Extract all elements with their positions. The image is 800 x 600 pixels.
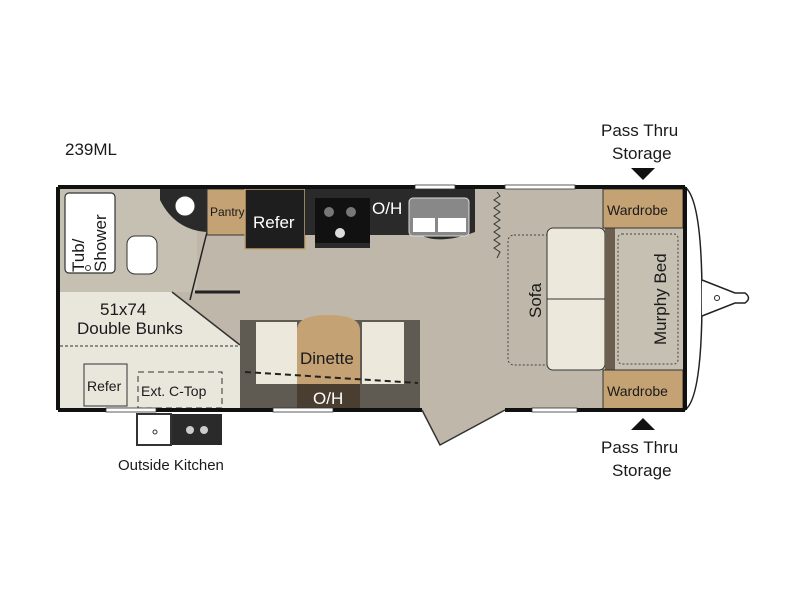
window (531, 407, 578, 413)
drain-icon (152, 429, 158, 435)
outside-refer (83, 363, 128, 407)
shade-zigzag (493, 191, 501, 259)
wardrobe-bottom-label: Wardrobe (607, 383, 668, 399)
hitch-icon (701, 279, 750, 317)
hitch-pin (714, 295, 720, 301)
burner-icon (346, 207, 356, 217)
tub-shower (64, 192, 116, 274)
model-name: 239ML (65, 140, 117, 159)
bath-sink-icon (174, 195, 196, 217)
murphy-bed-label: Murphy Bed (651, 253, 670, 345)
dinette-table (297, 315, 360, 384)
ext-cooktop-label: Ext. C-Top (141, 383, 207, 399)
dinette-overhead (297, 384, 360, 410)
outside-kitchen-label: Outside Kitchen (118, 457, 224, 474)
sink-basin (413, 218, 435, 232)
outside-sink (136, 413, 172, 446)
divider-bar (605, 228, 615, 370)
window (504, 184, 576, 190)
outside-burners (172, 414, 222, 445)
bunks-name-label: Double Bunks (77, 319, 183, 338)
pass-thru-bottom-label-1: Pass Thru (601, 438, 678, 457)
shower-label: Shower (91, 214, 110, 272)
wardrobe-top (602, 188, 684, 229)
dinette-seat (362, 322, 404, 384)
entry-door (421, 409, 506, 447)
window (105, 407, 157, 413)
outside-refer-label: Refer (87, 378, 122, 394)
bunks-size-label: 51x74 (100, 300, 146, 319)
exterior-wall (56, 185, 687, 412)
window (414, 184, 456, 190)
refer-label: Refer (253, 213, 295, 232)
pass-thru-top-label-2: Storage (612, 144, 672, 163)
kitchen-overhead-label: O/H (372, 199, 402, 218)
dinette-label: Dinette (300, 349, 354, 368)
overhead-outline (244, 371, 419, 384)
drain-icon (85, 265, 91, 271)
burner-icon (324, 207, 334, 217)
murphy-bed-outline (617, 233, 679, 365)
burner-icon (200, 426, 208, 434)
front-cap (684, 186, 703, 411)
pass-thru-top-label-1: Pass Thru (601, 121, 678, 140)
pass-thru-bottom-label-2: Storage (612, 461, 672, 480)
dinette-overhead-label: O/H (313, 389, 343, 408)
toilet-icon (126, 235, 158, 275)
bunk-wall (171, 291, 241, 346)
pantry-label: Pantry (210, 205, 245, 219)
tub-label: Tub/ (69, 238, 88, 272)
wardrobe-top-label: Wardrobe (607, 202, 668, 218)
arrow-up-icon (631, 418, 655, 430)
murphy-bed (615, 228, 683, 370)
sofa-label: Sofa (526, 282, 545, 318)
window (272, 407, 334, 413)
bath-door (189, 231, 208, 301)
burner-icon (186, 426, 194, 434)
sink-basin (438, 218, 466, 232)
burner-icon (335, 228, 345, 238)
arrow-down-icon (631, 168, 655, 180)
